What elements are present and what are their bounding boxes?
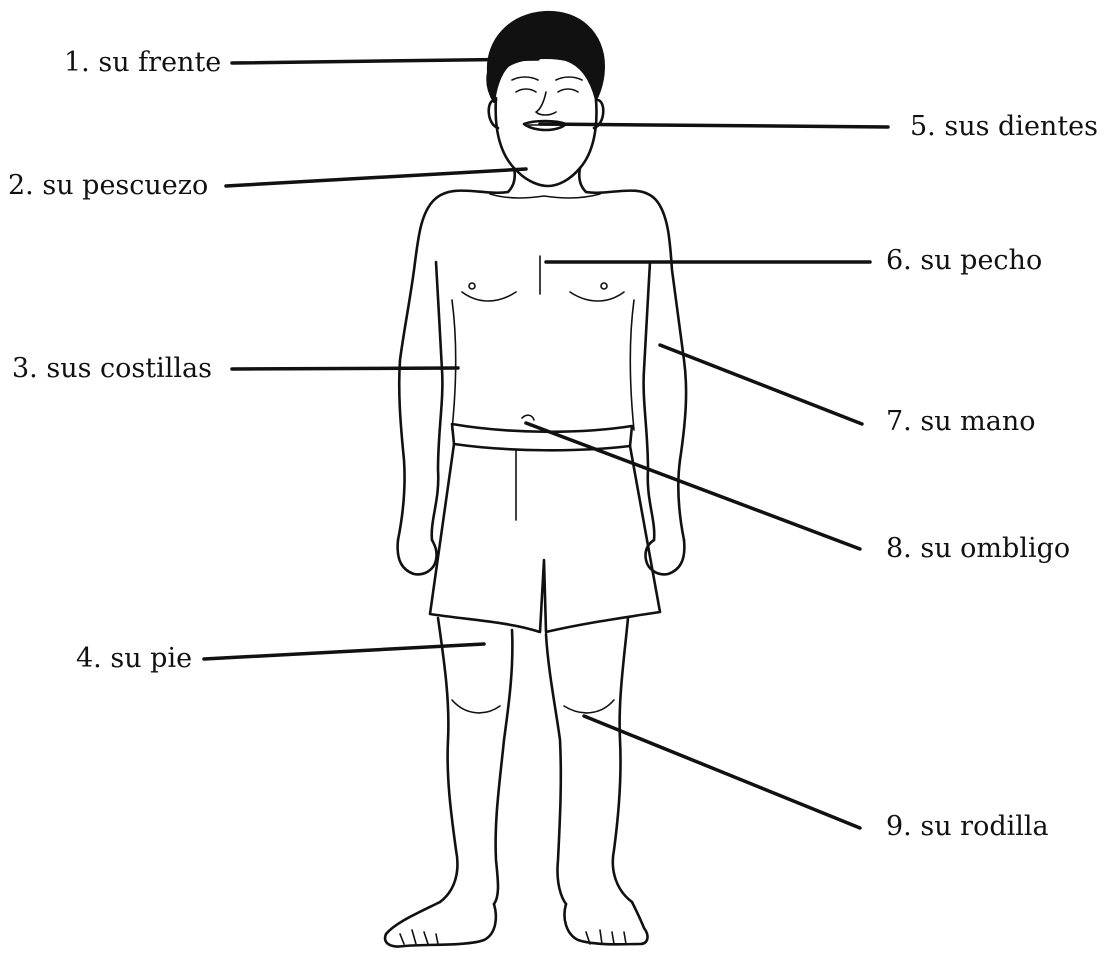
label-dientes: 5. sus dientes: [910, 111, 1098, 142]
left-toes: [400, 930, 438, 944]
pointer-costillas: [232, 368, 458, 369]
left-eye: [516, 89, 536, 92]
left-knee: [452, 700, 500, 713]
torso-left-outline: [398, 191, 508, 540]
label-pecho: 6. su pecho: [886, 245, 1042, 276]
navel: [522, 415, 534, 420]
hair: [487, 12, 604, 102]
right-knee: [564, 700, 614, 713]
left-inner-arm: [432, 262, 443, 540]
right-foot: [565, 902, 648, 944]
shorts: [430, 444, 660, 632]
label-costillas: 3. sus costillas: [12, 353, 212, 384]
torso-right-side: [630, 300, 634, 430]
label-pescuezo: 2. su pescuezo: [8, 170, 208, 201]
face-outline: [496, 98, 597, 186]
nose: [536, 92, 556, 115]
pointer-ombligo: [526, 423, 860, 549]
pointer-pescuezo: [226, 169, 526, 186]
right-nipple: [601, 283, 607, 289]
pointer-dientes: [540, 124, 888, 127]
pointer-rodilla: [584, 716, 860, 828]
label-mano: 7. su mano: [886, 406, 1036, 437]
neck-right: [579, 168, 586, 192]
right-leg-outer: [613, 618, 632, 902]
label-ombligo: 8. su ombligo: [886, 533, 1070, 564]
right-eyebrow: [556, 77, 582, 80]
left-leg-outer: [438, 618, 457, 902]
label-rodilla: 9. su rodilla: [886, 811, 1049, 842]
left-nipple: [469, 283, 475, 289]
label-frente: 1. su frente: [64, 47, 221, 78]
right-pectoral: [570, 292, 624, 301]
left-hand: [398, 540, 437, 574]
torso-right-outline: [586, 191, 686, 540]
right-inner-arm: [644, 262, 655, 540]
left-eyebrow: [512, 77, 538, 80]
label-pie: 4. su pie: [76, 643, 192, 674]
left-pectoral: [462, 292, 516, 301]
right-eye: [558, 89, 578, 92]
labels: 1. su frente 2. su pescuezo 3. sus costi…: [8, 47, 1098, 842]
torso-left-side: [452, 300, 456, 430]
collarbone: [490, 194, 600, 198]
man-figure-illustration: [385, 12, 686, 947]
left-leg-inner: [494, 630, 512, 904]
pointer-mano: [660, 345, 862, 424]
right-leg-inner: [546, 634, 566, 904]
pointer-lines: [204, 59, 888, 828]
